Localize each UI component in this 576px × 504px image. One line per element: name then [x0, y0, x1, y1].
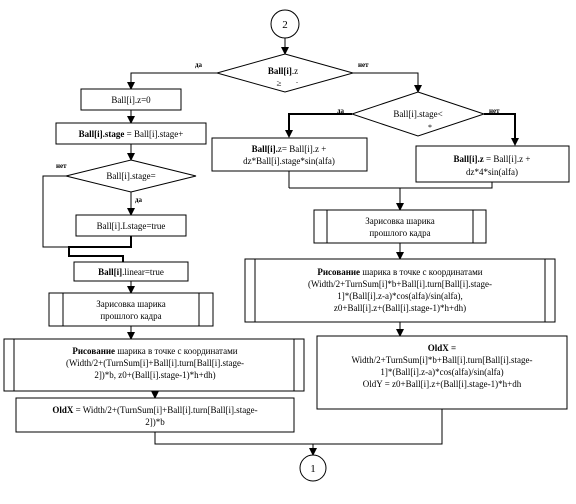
decision-left-stage: Ball[i].stage= [65, 159, 197, 193]
decision-main-bold: Ball[i] [268, 66, 292, 76]
box-left-linear-bold: Ball[i] [98, 267, 122, 277]
box-left-linear: Ball[i].linear=true [73, 261, 189, 282]
box-right-z-inc-a-bold: Ball[i]. [252, 144, 278, 154]
branch-yes-main: да [195, 61, 203, 69]
flow-left-to-end [154, 432, 317, 456]
box-left-draw-rest: шарика в точке с координатами [115, 346, 238, 356]
connector-bottom: 1 [299, 454, 327, 482]
box-left-draw-prev-l1: Зарисовка шарика [96, 299, 166, 309]
flow-right-yes-head [285, 130, 293, 138]
flow-left-no [42, 175, 69, 248]
flow-right-to-end [313, 409, 443, 445]
box-left-stage-inc-rest: = Ball[i].stage+ [124, 129, 183, 139]
box-right-z-inc-b-bold: Ball[i].z [454, 154, 484, 164]
box-left-z-zero-text: Ball[i].z=0 [111, 95, 151, 105]
flow-right-merge-b [289, 182, 493, 189]
svg-text:Ball[i].linear=true: Ball[i].linear=true [98, 267, 164, 277]
box-right-draw: Рисование шарика в точке с координатами … [244, 258, 556, 323]
box-right-draw-prev: Зарисовка шарика прошлого кадра [313, 209, 487, 244]
box-right-draw-l3: 1]*(Ball[i].z-a)*cos(alfa)/sin(alfa), [337, 291, 462, 301]
svg-text:Рисование шарика в точке с коо: Рисование шарика в точке с координатами [317, 267, 482, 277]
decision-left-stage-text: Ball[i].stage= [106, 171, 155, 181]
box-right-z-inc-a: Ball[i].z= Ball[i].z + dz*Ball[i].stage*… [211, 137, 368, 172]
box-right-oldxy-head: OldX = [428, 343, 456, 353]
box-right-oldxy-l3: 1]*(Ball[i].z-a)*cos(alfa)/sin(alfa) [380, 367, 503, 377]
box-right-draw-prev-l1: Зарисовка шарика [365, 216, 435, 226]
svg-text:Ball[i].z = Ball[i].z +: Ball[i].z = Ball[i].z + [454, 154, 531, 164]
box-left-draw: Рисование шарика в точке с координатами … [3, 338, 305, 392]
box-right-oldxy-l4: OldY = z0+Ball[i].z+(Ball[i].stage-1)*h+… [363, 379, 522, 389]
branch-yes-left: да [135, 196, 143, 204]
box-right-z-inc-a-l2: dz*Ball[i].stage*sin(alfa) [243, 156, 335, 166]
box-left-oldx-rest: = Width/2+(TurnSum[i]+Ball[i].turn[Ball[… [73, 405, 257, 415]
box-left-linear-rest: .linear=true [122, 267, 164, 277]
connector-top: 2 [270, 9, 300, 39]
flow-main-yes [127, 72, 217, 90]
box-left-draw-l3: 2])*b, z0+(Ball[i].stage-1)*h+dh) [94, 370, 215, 380]
decision-main-line2b: . [296, 76, 298, 85]
box-left-draw-l2: (Width/2+(TurnSum[i]+Ball[i].turn[Ball[i… [66, 358, 244, 368]
flow-left-3 [68, 236, 132, 262]
box-right-z-inc-b-rest: = Ball[i].z + [484, 154, 531, 164]
flow-right-yes [288, 113, 352, 130]
box-right-draw-bold: Рисование [317, 267, 360, 277]
flow-right-no [484, 113, 516, 138]
box-left-lstage-text: Ball[i].Lstage=true [97, 221, 166, 231]
box-right-draw-l2: (Width/2+TurnSum[i]*b+Ball[i].turn[Ball[… [308, 279, 492, 289]
connector-top-label: 2 [282, 19, 288, 31]
box-left-z-zero: Ball[i].z=0 [80, 88, 182, 111]
svg-text:Ball[i].stage = Ball[i].stage+: Ball[i].stage = Ball[i].stage+ [79, 129, 184, 139]
decision-right-stage-mark: * [428, 123, 432, 132]
box-right-oldxy: OldX = Width/2+TurnSum[i]*b+Ball[i].turn… [316, 335, 568, 410]
box-right-z-inc-b-l2: dz*4*sin(alfa) [466, 167, 518, 177]
box-left-draw-bold: Рисование [72, 346, 115, 356]
decision-right-stage-text: Ball[i].stage< [393, 109, 442, 119]
box-left-oldx-bold: OldX [52, 405, 74, 415]
decision-main: Ball[i].z ≥ . [215, 53, 355, 93]
decision-main-rest: .z [292, 66, 298, 76]
branch-no-left: нет [56, 162, 67, 170]
box-left-draw-prev: Зарисовка шарика прошлого кадра [48, 292, 214, 327]
flow-main-no [353, 72, 422, 93]
box-left-stage-inc-bold: Ball[i].stage [79, 129, 125, 139]
branch-no-right: нет [489, 107, 500, 115]
flow-right-no-head [511, 138, 519, 146]
decision-right-stage: Ball[i].stage< * [350, 91, 486, 137]
branch-yes-right: да [337, 107, 345, 115]
branch-no-main: нет [358, 61, 369, 69]
box-right-oldxy-l2: Width/2+TurnSum[i]*b+Ball[i].turn[Ball[i… [352, 355, 533, 365]
box-right-z-inc-a-rest: z= Ball[i].z + [278, 144, 326, 154]
box-left-stage-inc: Ball[i].stage = Ball[i].stage+ [55, 122, 207, 145]
box-left-oldx: OldX = Width/2+(TurnSum[i]+Ball[i].turn[… [15, 397, 295, 433]
box-right-draw-l4: z0+Ball[i].z+(Ball[i].stage-1)*h+dh) [334, 303, 466, 313]
connector-bottom-label: 1 [310, 463, 316, 475]
box-left-lstage: Ball[i].Lstage=true [75, 214, 187, 237]
svg-text:Ball[i].z= Ball[i].z +: Ball[i].z= Ball[i].z + [252, 144, 327, 154]
decision-main-line2: ≥ [277, 78, 282, 88]
svg-text:Рисование шарика в точке с коо: Рисование шарика в точке с координатами [72, 346, 237, 356]
box-right-z-inc-b: Ball[i].z = Ball[i].z + dz*4*sin(alfa) [415, 145, 570, 183]
box-right-draw-prev-l2: прошлого кадра [369, 228, 430, 238]
box-left-oldx-l2: 2])*b [145, 417, 165, 427]
svg-text:Ball[i].z: Ball[i].z [268, 66, 298, 76]
box-right-draw-rest: шарика в точке с координатами [360, 267, 483, 277]
box-left-draw-prev-l2: прошлого кадра [100, 311, 161, 321]
svg-text:OldX = Width/2+(TurnSum[i]+Bal: OldX = Width/2+(TurnSum[i]+Ball[i].turn[… [52, 405, 257, 415]
